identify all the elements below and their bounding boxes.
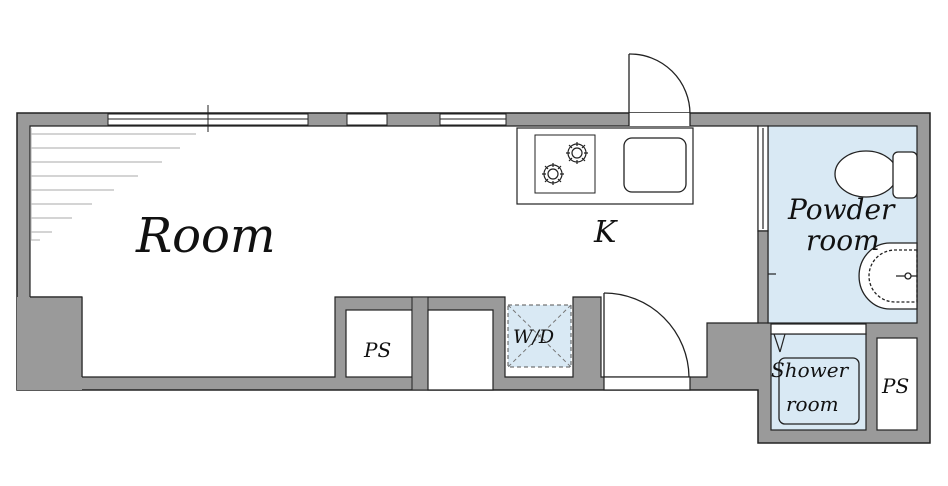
floor-hatching (30, 128, 196, 241)
ps-left-label: PS (363, 338, 391, 362)
sliding-door (757, 125, 776, 324)
entrance-door (628, 53, 691, 126)
powder-room-label-line2: room (806, 224, 880, 257)
washer-dryer-space (507, 304, 572, 368)
burner-icon (542, 142, 588, 185)
powder-room-label-line1: Powder (787, 193, 896, 226)
kitchen-label: K (593, 215, 618, 250)
washer-dryer-label: W/D (513, 326, 554, 348)
stove (534, 134, 596, 194)
shower-room-label-line1: Shower (771, 358, 850, 382)
ps-right-box (876, 337, 918, 431)
shower-room-label-line2: room (786, 392, 839, 416)
shower-room-floor (770, 333, 867, 431)
ps-right-label: PS (881, 374, 909, 398)
shower-door (770, 323, 867, 353)
walls (16, 112, 931, 444)
windows (107, 105, 507, 132)
shower-tray (778, 357, 860, 425)
ps-left-box (345, 309, 413, 378)
lower-door (603, 292, 691, 391)
kitchen-counter (516, 127, 694, 205)
room-label: Room (135, 208, 275, 264)
ps-left-inner-wall (411, 296, 429, 391)
wall-block-left (17, 297, 82, 390)
washbasin-icon (858, 242, 918, 310)
ps-divider-wall (427, 309, 494, 391)
sink (623, 137, 687, 193)
toilet-icon (834, 150, 918, 199)
